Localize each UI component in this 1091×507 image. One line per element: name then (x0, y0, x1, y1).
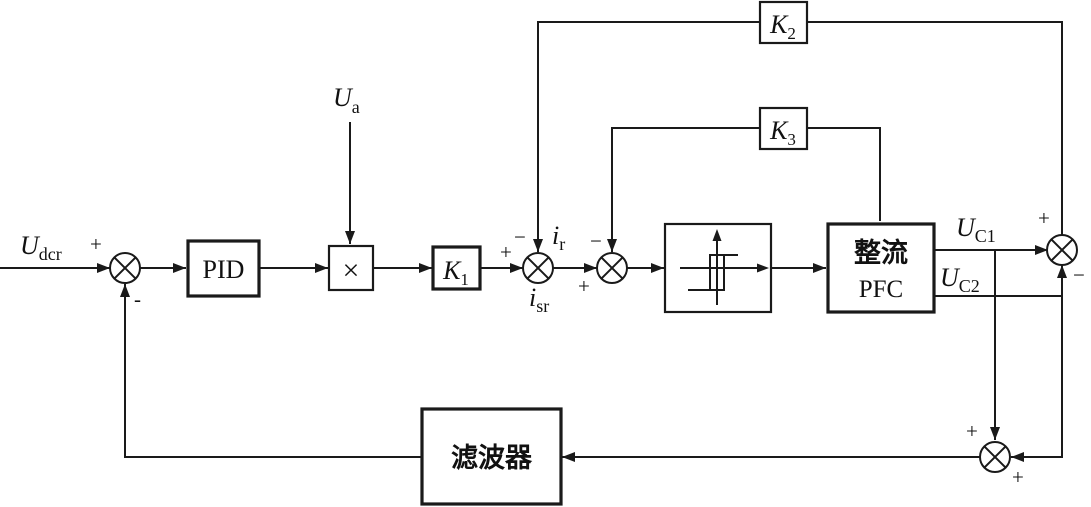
arrowheads (97, 231, 1067, 462)
pid-block: PID (186, 239, 261, 298)
sign-plus-sum1: + (90, 232, 102, 256)
summing-junction-error (109, 252, 141, 284)
k1-label: K1 (442, 256, 469, 289)
sign-plus-sum3-left: + (578, 274, 590, 298)
signal-lines (0, 21, 1063, 458)
summing-junction-uc-diff (1046, 234, 1078, 266)
k2-block: K2 (758, 0, 809, 45)
rectifier-pfc-block: 整流 PFC (826, 222, 936, 314)
filter-label: 滤波器 (451, 443, 533, 474)
sign-minus-sum2-top: − (514, 225, 526, 249)
k3-block: K3 (758, 106, 809, 151)
k1-block: K1 (431, 245, 482, 291)
summing-junction-current (522, 252, 554, 284)
pfc-label: PFC (859, 276, 903, 303)
uc2-label: UC2 (940, 263, 980, 296)
sign-plus-sum4: + (1038, 206, 1050, 230)
sign-minus-sum1: - (134, 287, 141, 311)
udcr-label: Udcr (20, 231, 62, 264)
k3-label: K3 (769, 116, 796, 149)
hysteresis-comparator-block (663, 222, 773, 314)
summing-junction-uc-sum (979, 441, 1011, 473)
rectifier-label: 整流 (854, 238, 908, 269)
uc1-label: UC1 (956, 213, 996, 246)
ir-label: ir (552, 221, 565, 254)
sign-minus-sum3-top: − (590, 229, 602, 253)
pid-label: PID (203, 255, 245, 284)
sign-plus-sum5-top: + (966, 419, 978, 443)
ua-label: Ua (333, 83, 360, 117)
k2-label: K2 (769, 10, 796, 43)
hysteresis-icon (680, 229, 769, 305)
multiply-symbol: × (343, 254, 360, 287)
sign-plus-sum2-left: + (500, 240, 512, 264)
multiplier-block: × (327, 244, 375, 292)
filter-block: 滤波器 (420, 407, 563, 506)
sign-minus-sum4: − (1073, 263, 1085, 287)
summing-junction-k3 (596, 252, 628, 284)
sign-plus-sum5-right: + (1012, 465, 1024, 489)
isr-label: isr (529, 283, 549, 316)
